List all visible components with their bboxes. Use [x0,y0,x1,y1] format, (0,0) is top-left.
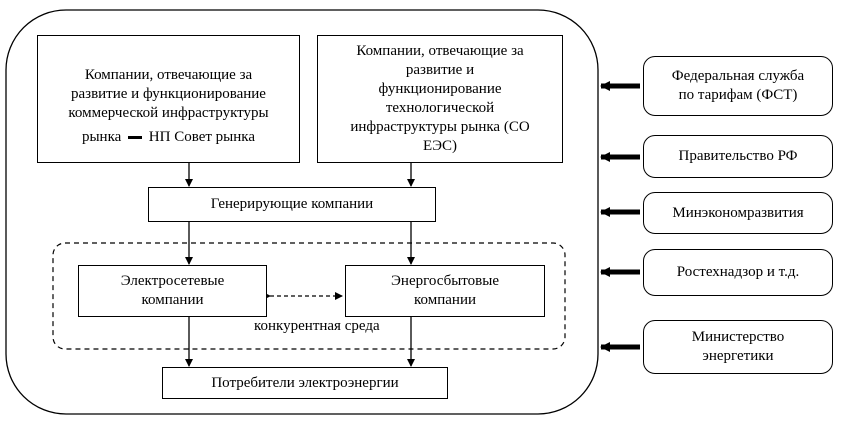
market-council: НП Совет рынка [148,129,255,145]
grid-companies-label: Электросетевые компании [120,273,225,308]
commercial-infrastructure-text: Компании, отвечающие за развитие и функц… [68,67,269,121]
generating-companies-label: Генерирующие компании [210,196,374,212]
consumers-box: Потребители электроэнергии [162,367,448,399]
regulator-rostekhnadzor-label: Ростехнадзор и т.д. [676,264,800,280]
regulator-mineconom-label: Минэкономразвития [672,204,804,221]
sales-companies-label: Энергосбытовые компании [391,273,499,308]
competitive-environment-label: конкурентная среда [254,318,380,334]
regulator-minenergo-label: Министерство энергетики [691,329,785,364]
technological-infrastructure-text: Компании, отвечающие за развитие и функц… [350,43,530,154]
consumers-label: Потребители электроэнергии [211,374,399,391]
regulator-rostekhnadzor: Ростехнадзор и т.д. [643,249,833,296]
dash-connector [128,136,143,139]
competitive-environment-area [52,242,566,350]
commercial-infrastructure-market: рынка [81,129,122,145]
regulator-mineconom: Минэкономразвития [643,192,833,234]
regulator-government-label: Правительство РФ [678,148,798,164]
system-boundary [5,9,599,415]
generating-companies-box: Генерирующие компании [148,187,436,222]
regulator-minenergo: Министерство энергетики [643,320,833,374]
regulator-fst: Федеральная служба по тарифам (ФСТ) [643,56,833,116]
regulator-fst-label: Федеральная служба по тарифам (ФСТ) [671,68,805,103]
sales-companies-box: Энергосбытовые компании [345,265,545,317]
technological-infrastructure-box: Компании, отвечающие за развитие и функц… [317,35,563,163]
regulator-government: Правительство РФ [643,135,833,178]
grid-companies-box: Электросетевые компании [78,265,267,317]
commercial-infrastructure-box: Компании, отвечающие за развитие и функц… [37,35,300,163]
